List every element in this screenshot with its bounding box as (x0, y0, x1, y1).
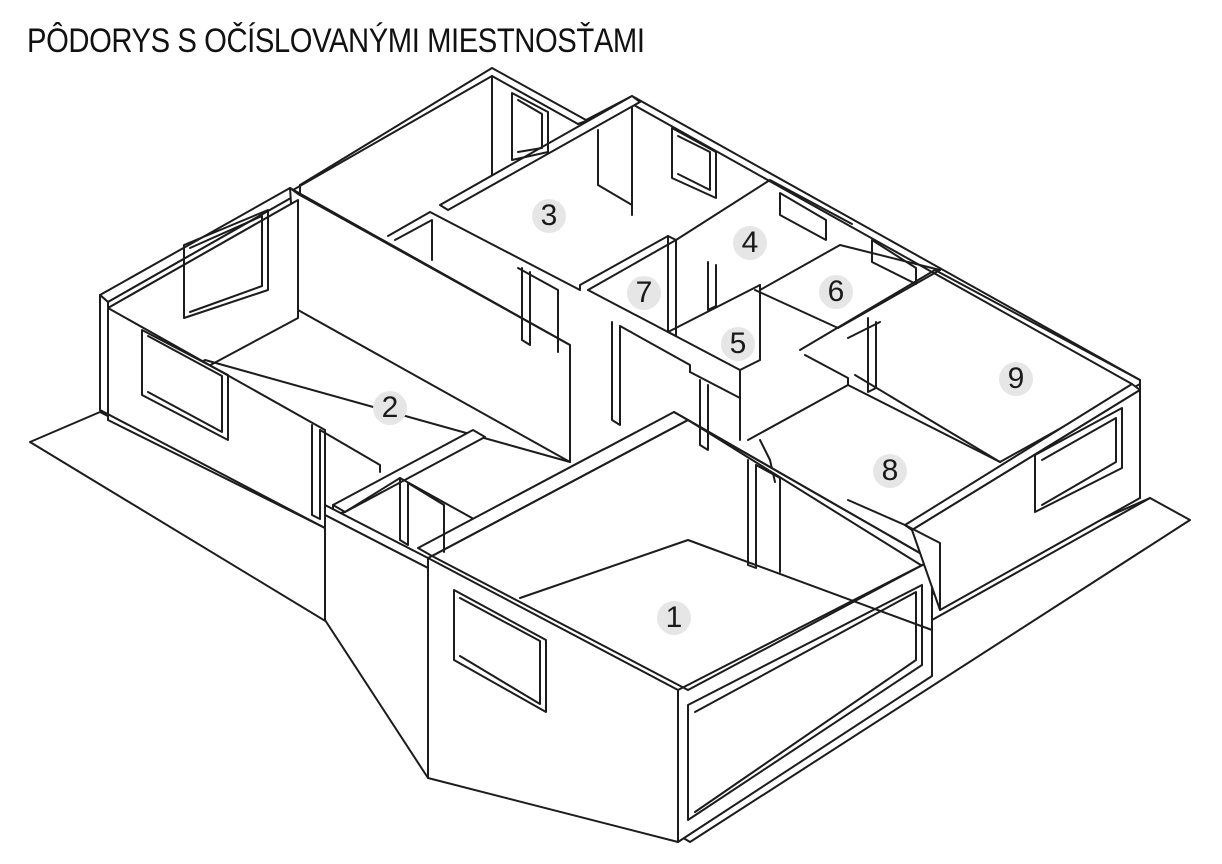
room-label-4: 4 (733, 226, 767, 260)
room-1-walls (324, 411, 933, 843)
room-label-2: 2 (373, 391, 407, 425)
room-label-8: 8 (873, 454, 907, 488)
room-label-5: 5 (721, 327, 755, 361)
utility-walls (344, 477, 473, 553)
room-2-walls (99, 187, 571, 529)
room-label-9: 9 (999, 362, 1033, 396)
diagram-title: PÔDORYS S OČÍSLOVANÝMI MIESTNOSŤAMI (27, 22, 645, 60)
room-label-6: 6 (819, 275, 853, 309)
room-label-3: 3 (532, 199, 566, 233)
room-label-7: 7 (627, 276, 661, 310)
room-9-walls (847, 379, 1151, 621)
interior-walls (387, 92, 1141, 483)
room-label-1: 1 (657, 601, 691, 635)
